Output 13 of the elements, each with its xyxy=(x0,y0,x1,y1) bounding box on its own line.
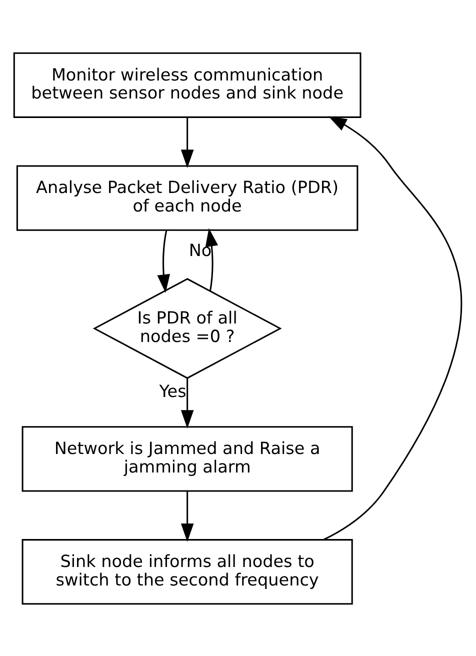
arrow xyxy=(157,230,170,292)
arrow xyxy=(323,116,462,540)
node-box: Monitor wireless communication between sensor nodes and sink node xyxy=(13,52,362,118)
arrow xyxy=(180,116,194,168)
node-box: Analyse Packet Delivery Ratio (PDR) of each node xyxy=(16,164,358,230)
arrow xyxy=(180,490,194,542)
arrow xyxy=(205,228,218,291)
edge-label: Yes xyxy=(159,380,186,401)
node-diamond: Is PDR of all nodes =0 ? xyxy=(92,278,282,378)
edge-label: No xyxy=(188,239,212,260)
arrow xyxy=(180,378,194,428)
node-box: Network is Jammed and Raise a jamming alarm xyxy=(22,426,353,492)
node-box: Sink node informs all nodes to switch to the second frequency xyxy=(22,538,353,604)
